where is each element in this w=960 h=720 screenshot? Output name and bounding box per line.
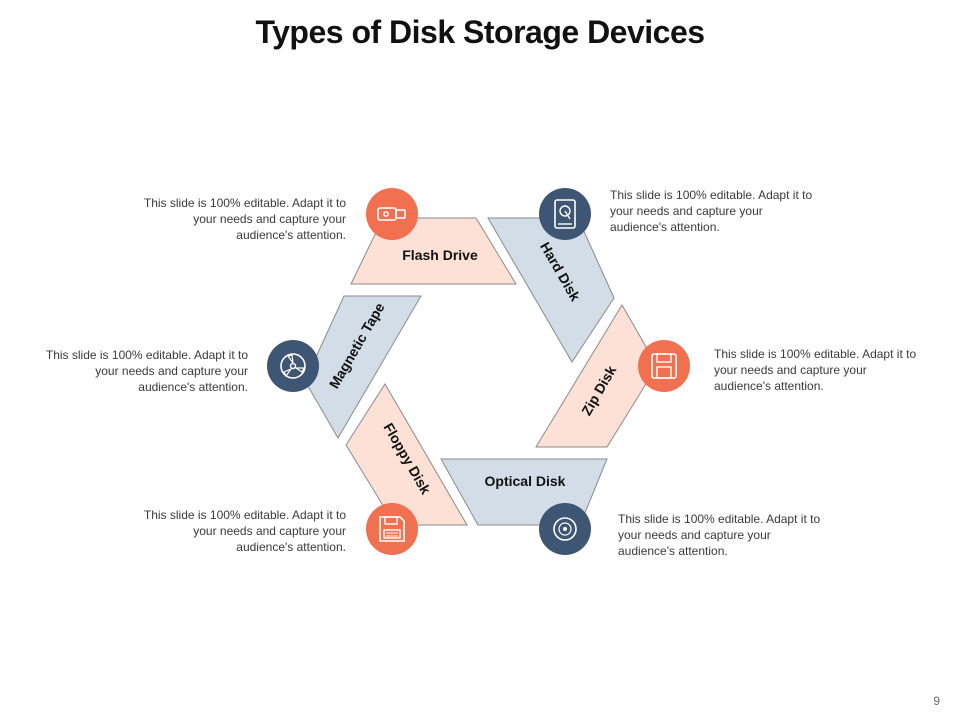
optical-disc-icon <box>539 503 591 555</box>
zip-disk-icon <box>638 340 690 392</box>
usb-flash-drive-icon <box>366 188 418 240</box>
magnetic-tape-icon <box>267 340 319 392</box>
segment-label-optical-disk: Optical Disk <box>485 473 566 489</box>
description-optical-disk: This slide is 100% editable. Adapt it to… <box>618 512 821 558</box>
hard-disk-icon <box>539 188 591 240</box>
description-flash-drive: This slide is 100% editable. Adapt it to… <box>143 196 346 242</box>
floppy-disk-icon <box>366 503 418 555</box>
segment-label-flash-drive: Flash Drive <box>402 247 478 263</box>
segment-zip-disk <box>535 304 658 448</box>
description-zip-disk: This slide is 100% editable. Adapt it to… <box>714 347 917 393</box>
segment-magnetic-tape <box>304 295 422 439</box>
page-number: 9 <box>933 694 940 708</box>
description-hard-disk: This slide is 100% editable. Adapt it to… <box>610 188 813 234</box>
description-magnetic-tape: This slide is 100% editable. Adapt it to… <box>45 348 248 394</box>
description-floppy-disk: This slide is 100% editable. Adapt it to… <box>143 508 346 554</box>
slide-title: Types of Disk Storage Devices <box>255 14 705 50</box>
